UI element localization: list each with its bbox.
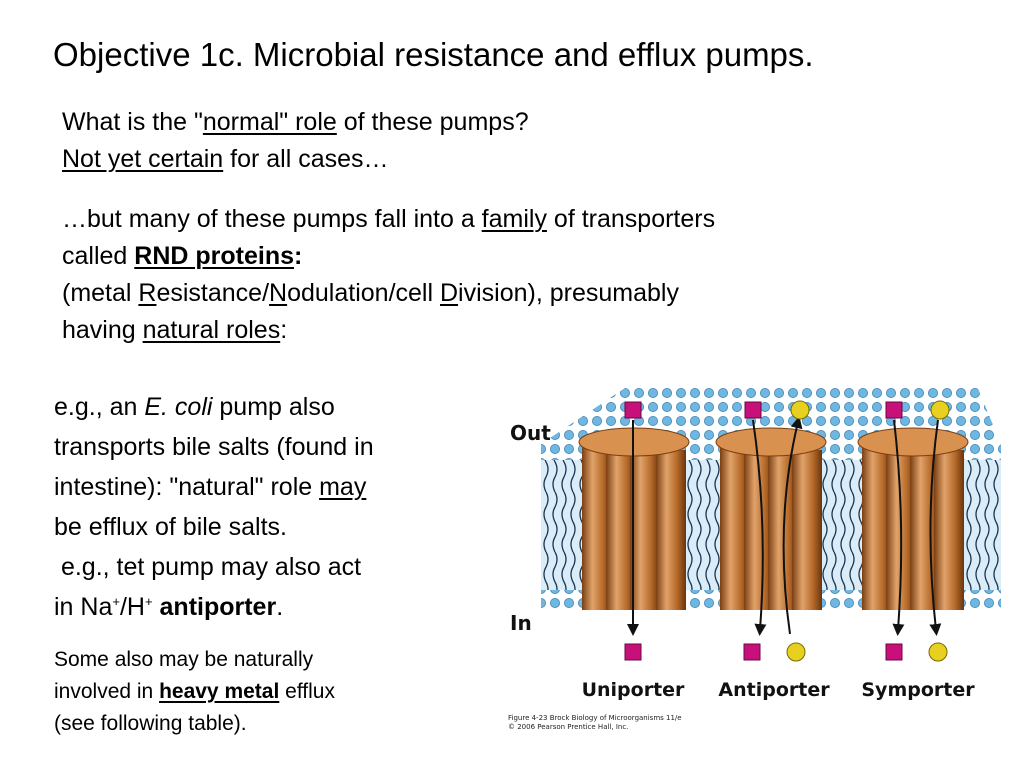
text: called [62,242,135,270]
normal-role-question: What is the "normal" role of these pumps… [62,104,529,178]
solute-circle [790,400,810,420]
solute-circle [930,400,950,420]
line: be efflux of bile salts. [54,513,288,541]
text: e.g., an [54,393,145,421]
text: odulation/cell [287,279,440,307]
underlined-text: natural roles [142,316,281,344]
line: called RND proteins: [62,238,715,275]
bold-text: antiporter [159,593,277,621]
label-symporter: Symporter [861,679,975,701]
solute-square [744,401,762,419]
text: : [280,316,288,344]
underlined-text: Not yet certain [62,145,224,173]
line: involved in heavy metal efflux [54,676,335,708]
underlined-text: may [319,473,367,501]
solute-square [743,643,761,661]
label-in: In [510,611,532,635]
symporter-arrow-a [892,419,905,636]
line: (metal Resistance/Nodulation/cell Divisi… [62,275,715,312]
uniporter-protein [578,427,690,610]
text: ivision), presumably [458,279,679,307]
underlined-text: D [439,279,459,307]
bold-underlined-text: RND proteins [134,242,294,270]
antiporter-arrow-out [782,416,803,635]
text: . [276,593,284,621]
line: …but many of these pumps fall into a fam… [62,201,715,238]
label-uniporter: Uniporter [582,679,685,701]
text: (metal [62,279,139,307]
text: /H [119,593,145,621]
solute-square [624,401,642,419]
figure-caption-line2: © 2006 Pearson Prentice Hall, Inc. [508,723,628,731]
text: …but many of these pumps fall into a [62,205,482,233]
text: of these pumps? [336,108,529,136]
text: pump also [212,393,335,421]
text: of transporters [546,205,716,233]
line: e.g., an E. coli pump also [54,387,374,427]
underlined-text: family [481,205,547,233]
rnd-proteins-paragraph: …but many of these pumps fall into a fam… [62,201,715,349]
solute-square [885,643,903,661]
label-out: Out [510,421,551,445]
solute-square [885,401,903,419]
line: (see following table). [54,712,247,735]
line: in Na+/H+ antiporter. [54,587,374,627]
underlined-text: normal" role [202,108,337,136]
line: Some also may be naturally [54,648,314,671]
solute-circle [786,642,806,662]
label-antiporter: Antiporter [718,679,830,701]
transporter-figure: Out In Uniporter Antiporter Symporter Fi… [508,384,1001,731]
antiporter-arrow-in [752,419,767,636]
line: having natural roles: [62,312,715,349]
line: Not yet certain for all cases… [62,141,529,178]
examples-paragraph: e.g., an E. coli pump also transports bi… [54,387,374,627]
text: What is the " [62,108,203,136]
underlined-text: N [269,279,288,307]
page-title: Objective 1c. Microbial resistance and e… [53,36,814,73]
superscript: + [144,594,153,609]
line: What is the "normal" role of these pumps… [62,104,529,141]
antiporter-protein [715,427,827,610]
solute-square [624,643,642,661]
symporter-protein [857,427,969,610]
italic-text: E. coli [144,393,213,421]
line: intestine): "natural" role may [54,467,374,507]
symporter-arrow-b [929,419,942,636]
solute-circle [928,642,948,662]
line: e.g., tet pump may also act [54,553,362,581]
line: transports bile salts (found in [54,433,374,461]
underlined-text: R [138,279,157,307]
text: esistance/ [156,279,270,307]
text: intestine): "natural" role [54,473,320,501]
bold-underlined-text: heavy metal [159,680,280,703]
text: : [294,242,303,270]
superscript: + [112,594,120,609]
text: in Na [54,593,113,621]
text [153,593,160,621]
heavy-metal-note: Some also may be naturally involved in h… [54,644,335,740]
figure-caption-line1: Figure 4-23 Brock Biology of Microorgani… [508,714,682,722]
text: efflux [279,680,335,703]
text: for all cases… [223,145,389,173]
text: having [62,316,143,344]
text: involved in [54,680,160,703]
